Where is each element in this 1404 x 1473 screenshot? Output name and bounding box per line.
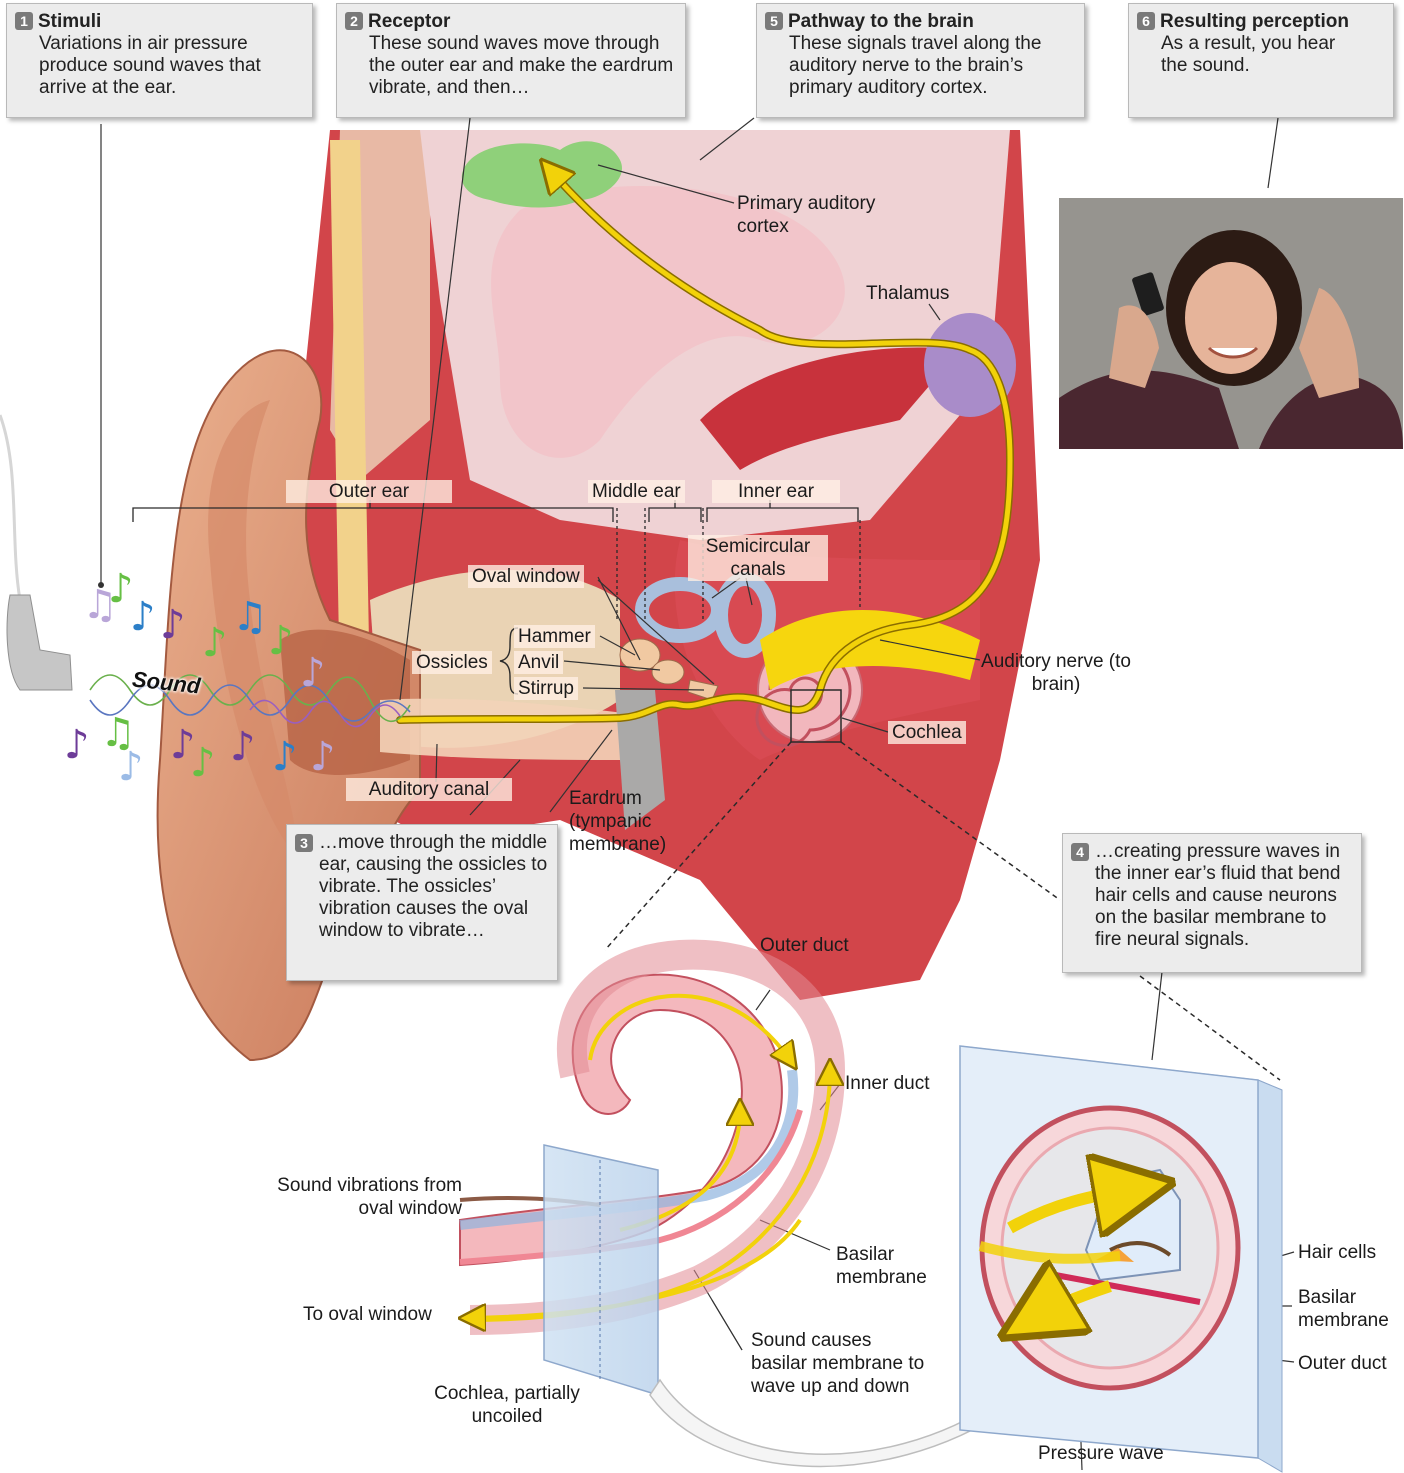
label-to-oval-window: To oval window bbox=[303, 1303, 432, 1326]
label-hammer: Hammer bbox=[514, 625, 595, 648]
callout-body: Variations in air pressure produce sound… bbox=[39, 33, 306, 99]
svg-text:♪: ♪ bbox=[64, 722, 90, 768]
label-outer-duct-2: Outer duct bbox=[1298, 1352, 1387, 1375]
svg-text:♪: ♪ bbox=[202, 620, 228, 666]
listening-woman-photo bbox=[1059, 198, 1403, 449]
svg-text:♫: ♫ bbox=[232, 594, 268, 640]
label-eardrum: Eardrum (tympanic membrane) bbox=[569, 787, 681, 856]
callout-receptor: 2 Receptor These sound waves move through… bbox=[336, 3, 686, 118]
step-number: 2 bbox=[345, 12, 363, 30]
callout-middle-ear: 3…move through the middle ear, causing t… bbox=[286, 824, 558, 981]
callout-inner-ear: 4…creating pressure waves in the inner e… bbox=[1062, 833, 1362, 973]
step-number: 3 bbox=[295, 834, 313, 852]
label-thalamus: Thalamus bbox=[866, 282, 949, 305]
label-cochlea: Cochlea bbox=[888, 721, 966, 744]
callout-pathway: 5 Pathway to the brain These signals trav… bbox=[756, 3, 1085, 118]
label-auditory-nerve: Auditory nerve (to brain) bbox=[976, 650, 1136, 696]
callout-body: …move through the middle ear, causing th… bbox=[295, 832, 551, 942]
callout-body: …creating pressure waves in the inner ea… bbox=[1071, 841, 1355, 951]
label-oval-window: Oval window bbox=[468, 565, 584, 588]
callout-perception: 6 Resulting perception As a result, you h… bbox=[1128, 3, 1394, 118]
label-basilar-membrane-2: Basilar membrane bbox=[1298, 1286, 1400, 1332]
label-cochlea-uncoiled: Cochlea, partially uncoiled bbox=[412, 1382, 602, 1428]
label-basilar-membrane: Basilar membrane bbox=[836, 1243, 948, 1289]
label-inner-duct: Inner duct bbox=[845, 1072, 930, 1095]
label-outer-ear: Outer ear bbox=[286, 480, 452, 503]
svg-text:♪: ♪ bbox=[230, 724, 256, 770]
label-auditory-canal: Auditory canal bbox=[346, 778, 512, 801]
cochlea-cross-section bbox=[960, 1046, 1282, 1472]
callout-title: Resulting perception bbox=[1160, 11, 1349, 32]
earbud bbox=[0, 415, 72, 690]
svg-text:♪: ♪ bbox=[118, 744, 144, 790]
label-inner-ear: Inner ear bbox=[712, 480, 840, 503]
svg-text:♪: ♪ bbox=[272, 734, 298, 780]
svg-text:♪: ♪ bbox=[268, 618, 294, 664]
label-anvil: Anvil bbox=[514, 651, 563, 674]
callout-title: Stimuli bbox=[38, 11, 101, 32]
label-primary-auditory-cortex: Primary auditory cortex bbox=[737, 192, 907, 238]
label-hair-cells: Hair cells bbox=[1298, 1241, 1376, 1264]
svg-text:♪: ♪ bbox=[300, 650, 326, 696]
callout-body: As a result, you hear the sound. bbox=[1161, 33, 1353, 77]
callout-title: Pathway to the brain bbox=[788, 11, 974, 32]
step-number: 1 bbox=[15, 12, 33, 30]
svg-text:♪: ♪ bbox=[190, 740, 216, 786]
label-middle-ear: Middle ear bbox=[588, 480, 685, 503]
callout-body: These signals travel along the auditory … bbox=[789, 33, 1078, 99]
label-sound-vibrations: Sound vibrations from oval window bbox=[262, 1174, 462, 1220]
label-sound-causes: Sound causes basilar membrane to wave up… bbox=[751, 1329, 929, 1398]
label-outer-duct: Outer duct bbox=[760, 934, 849, 957]
callout-stimuli: 1 Stimuli Variations in air pressure prod… bbox=[6, 3, 313, 118]
callout-body: These sound waves move through the outer… bbox=[369, 33, 679, 99]
step-number: 4 bbox=[1071, 843, 1089, 861]
step-number: 6 bbox=[1137, 12, 1155, 30]
svg-text:♪: ♪ bbox=[310, 734, 336, 780]
label-pressure-wave: Pressure wave bbox=[1038, 1442, 1164, 1465]
label-semicircular-canals: Semicircular canals bbox=[688, 535, 828, 581]
svg-text:♪: ♪ bbox=[160, 602, 186, 648]
step-number: 5 bbox=[765, 12, 783, 30]
label-ossicles: Ossicles bbox=[412, 651, 492, 674]
callout-title: Receptor bbox=[368, 11, 450, 32]
svg-text:♪: ♪ bbox=[130, 594, 156, 640]
label-stirrup: Stirrup bbox=[514, 677, 578, 700]
